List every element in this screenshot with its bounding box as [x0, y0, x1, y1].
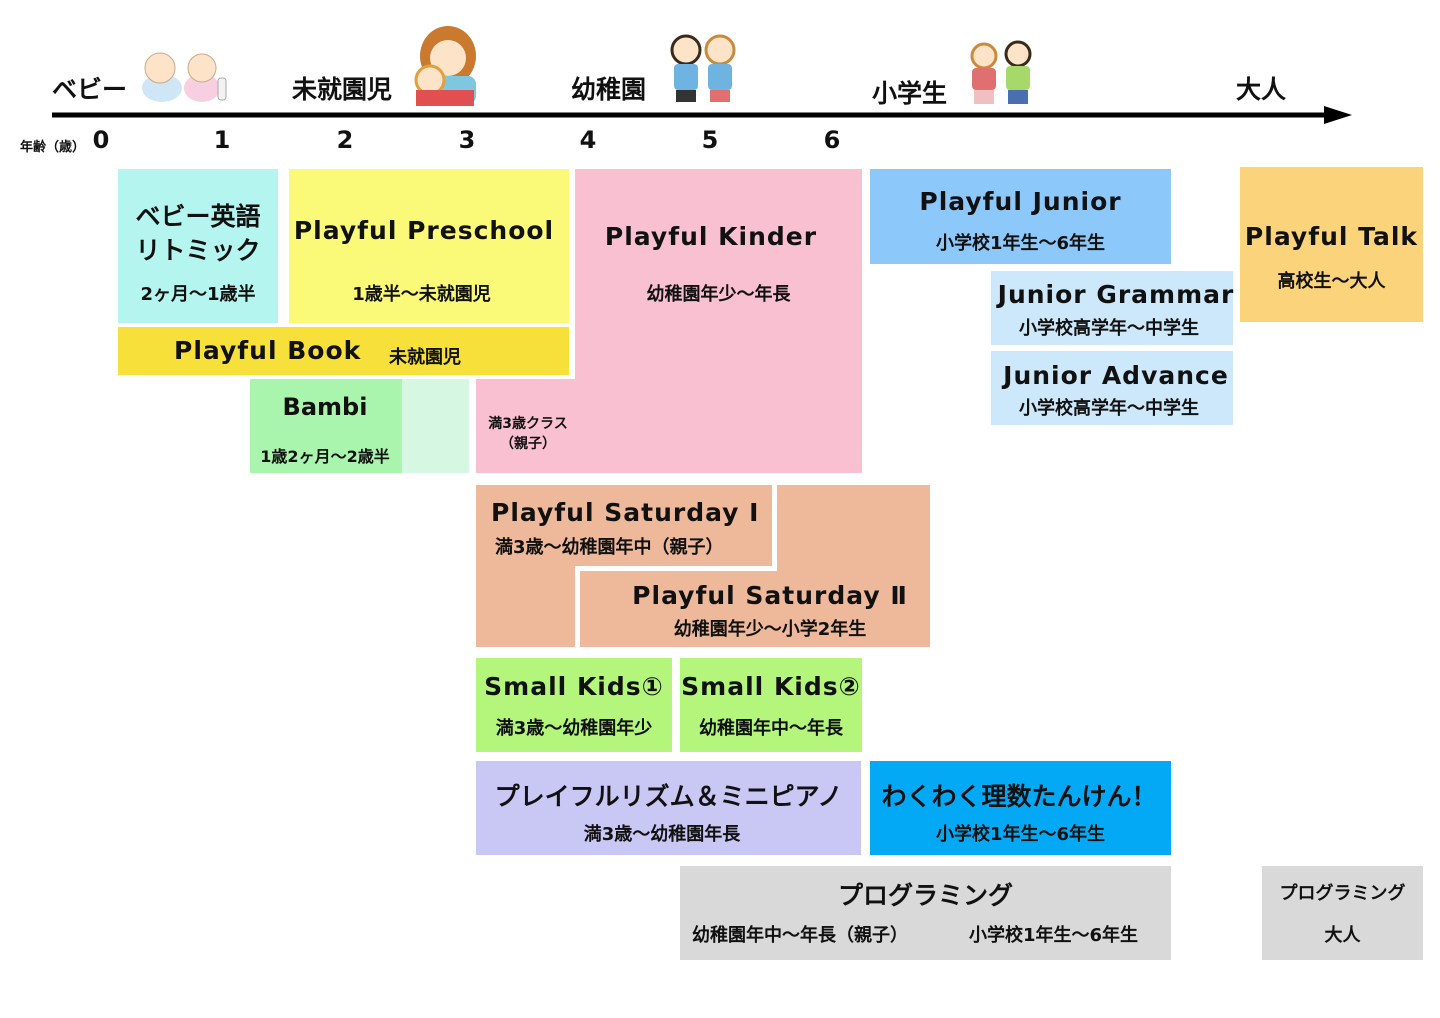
program-programming-adult[interactable]: プログラミング 大人 — [1262, 866, 1423, 960]
man3-line-2: （親子） — [500, 436, 556, 452]
program-playful-talk[interactable]: Playful Talk 高校生〜大人 — [1240, 167, 1423, 322]
tick-3: 3 — [458, 126, 476, 154]
kindergarten-kids-illustration — [670, 34, 736, 102]
stage-baby: ベビー — [52, 75, 128, 104]
stage-toddler: 未就園児 — [292, 75, 393, 104]
tick-0: 0 — [92, 126, 110, 154]
program-small-kids-1[interactable]: Small Kids① 満3歳〜幼稚園年少 — [476, 658, 672, 752]
bambi-age: 1歳2ヶ月〜2歳半 — [260, 447, 390, 466]
saturday1-title: Playful Saturday Ⅰ — [491, 498, 760, 527]
programming-adult-title: プログラミング — [1279, 883, 1406, 904]
smallkids1-title: Small Kids① — [484, 672, 664, 701]
smallkids1-age: 満3歳〜幼稚園年少 — [495, 718, 653, 739]
saturday2-age: 幼稚園年少〜小学2年生 — [673, 619, 867, 640]
man3-line-1: 満3歳クラス — [488, 416, 568, 432]
kinder-title: Playful Kinder — [604, 222, 818, 251]
program-playful-junior[interactable]: Playful Junior 小学校1年生〜6年生 — [870, 169, 1171, 264]
program-man3-class[interactable]: 満3歳クラス （親子） — [476, 379, 576, 473]
smallkids2-age: 幼稚園年中〜年長 — [699, 718, 843, 739]
tick-1: 1 — [213, 126, 231, 154]
elementary-kids-illustration — [970, 40, 1032, 104]
program-playful-book[interactable]: Playful Book 未就園児 — [118, 327, 569, 375]
programming-adult-age: 大人 — [1324, 925, 1361, 946]
rhythm-title: プレイフルリズム＆ミニピアノ — [494, 782, 843, 811]
program-baby-english[interactable]: ベビー英語 リトミック 2ヶ月〜1歳半 — [118, 169, 278, 323]
rika-title: わくわく理数たんけん！ — [881, 782, 1157, 811]
kinder-age: 幼稚園年少〜年長 — [646, 284, 791, 305]
program-waku-waku-science[interactable]: わくわく理数たんけん！ 小学校1年生〜6年生 — [870, 761, 1171, 855]
junior-title: Playful Junior — [919, 187, 1122, 216]
saturday2-title: Playful Saturday Ⅱ — [632, 581, 908, 610]
bambi-main-area — [250, 379, 402, 473]
grammar-age: 小学校高学年〜中学生 — [1019, 318, 1199, 339]
advance-title: Junior Advance — [1003, 361, 1229, 390]
program-junior-advance[interactable]: Junior Advance 小学校高学年〜中学生 — [991, 351, 1233, 425]
timeline-arrow — [52, 106, 1352, 124]
talk-age: 高校生〜大人 — [1277, 271, 1386, 292]
preschool-title: Playful Preschool — [293, 216, 555, 245]
rhythm-age: 満3歳〜幼稚園年長 — [583, 824, 741, 845]
program-junior-grammar[interactable]: Junior Grammar 小学校高学年〜中学生 — [991, 271, 1233, 345]
tick-4: 4 — [579, 126, 597, 154]
programming-title: プログラミング — [837, 881, 1013, 910]
mother-child-illustration — [414, 26, 476, 106]
bambi-title: Bambi — [282, 393, 368, 421]
smallkids2-title: Small Kids② — [681, 672, 861, 701]
rika-age: 小学校1年生〜6年生 — [935, 824, 1106, 845]
age-axis-label: 年齢（歳） — [20, 140, 86, 155]
baby-english-title-1: ベビー英語 — [135, 202, 261, 231]
grammar-title: Junior Grammar — [997, 280, 1235, 309]
baby-english-age: 2ヶ月〜1歳半 — [140, 284, 256, 305]
book-age: 未就園児 — [389, 347, 461, 368]
program-small-kids-2[interactable]: Small Kids② 幼稚園年中〜年長 — [680, 658, 862, 752]
junior-age: 小学校1年生〜6年生 — [935, 233, 1106, 254]
tick-2: 2 — [336, 126, 354, 154]
program-playful-kinder[interactable]: Playful Kinder 幼稚園年少〜年長 — [575, 169, 862, 473]
saturday-shapes — [476, 485, 930, 647]
advance-age: 小学校高学年〜中学生 — [1019, 398, 1199, 419]
book-title: Playful Book — [174, 336, 362, 365]
program-bambi[interactable]: Bambi 1歳2ヶ月〜2歳半 — [250, 379, 469, 473]
baby-english-title-2: リトミック — [135, 236, 261, 265]
program-playful-saturday-1[interactable]: Playful Saturday Ⅰ 満3歳〜幼稚園年中（親子） — [476, 485, 772, 567]
programming-age-elementary: 小学校1年生〜6年生 — [969, 925, 1139, 946]
program-programming[interactable]: プログラミング 幼稚園年中〜年長（親子） 小学校1年生〜6年生 — [680, 866, 1171, 960]
stage-elementary: 小学生 — [872, 79, 948, 108]
program-rhythm-piano[interactable]: プレイフルリズム＆ミニピアノ 満3歳〜幼稚園年長 — [476, 761, 861, 855]
saturday1-age: 満3歳〜幼稚園年中（親子） — [495, 537, 724, 558]
preschool-age: 1歳半〜未就園児 — [352, 284, 491, 305]
program-playful-saturday-2[interactable]: Playful Saturday Ⅱ 幼稚園年少〜小学2年生 — [580, 571, 930, 647]
talk-title: Playful Talk — [1244, 222, 1419, 251]
programming-age-kinder: 幼稚園年中〜年長（親子） — [692, 925, 908, 946]
stage-adult: 大人 — [1236, 75, 1287, 104]
stage-kindergarten: 幼稚園 — [571, 75, 647, 104]
babies-illustration — [142, 52, 227, 102]
program-playful-preschool[interactable]: Playful Preschool 1歳半〜未就園児 — [289, 169, 569, 323]
tick-5: 5 — [701, 126, 719, 154]
tick-6: 6 — [823, 126, 841, 154]
